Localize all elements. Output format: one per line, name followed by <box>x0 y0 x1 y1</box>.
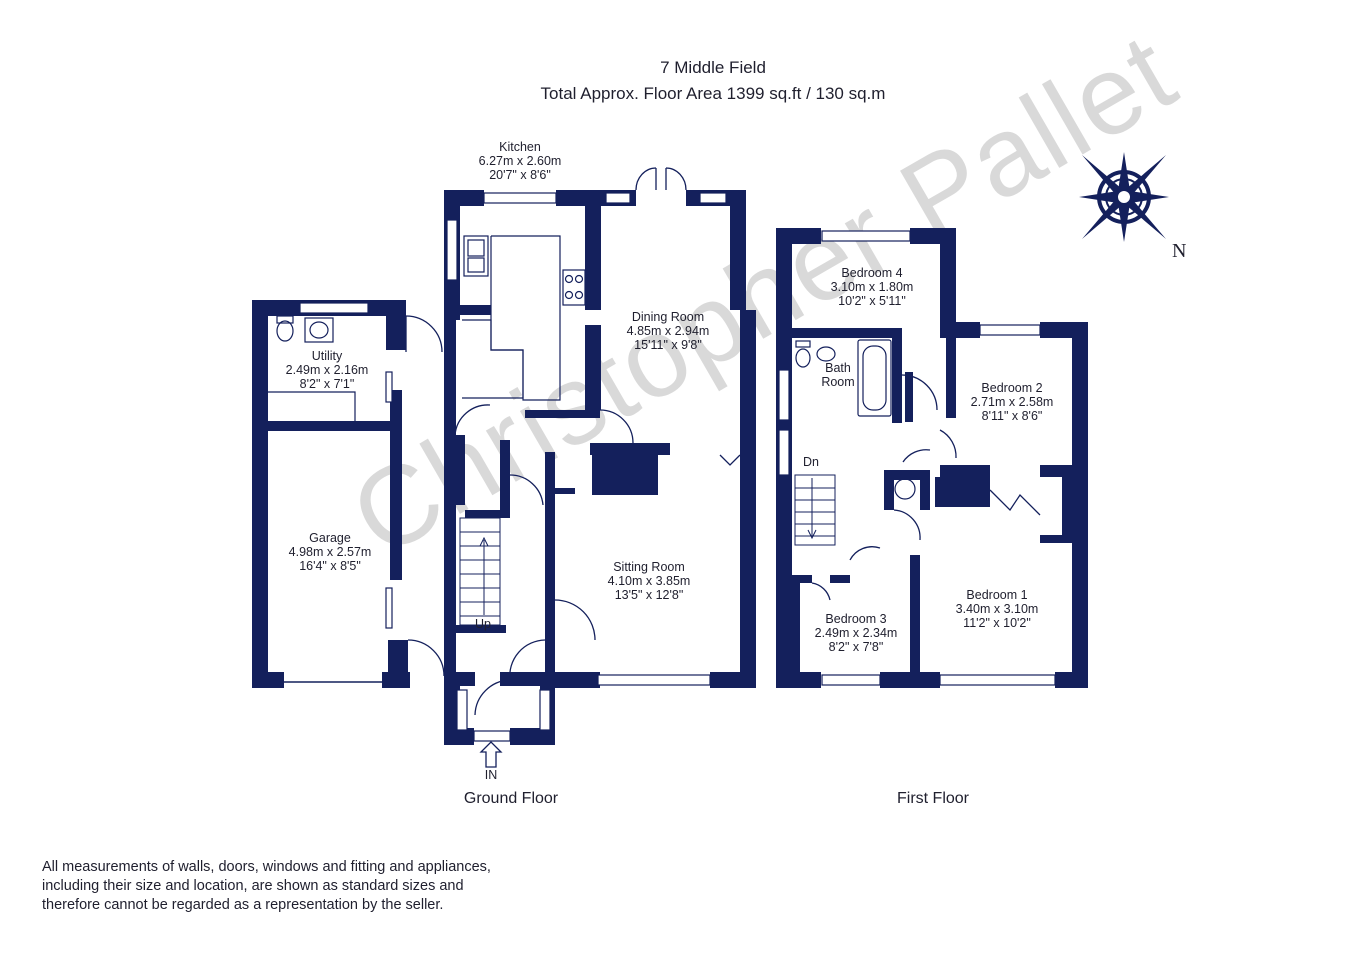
property-address: 7 Middle Field <box>660 58 766 77</box>
room-size-imperial: 8'11" x 8'6" <box>981 409 1043 423</box>
room-label-bedroom-2: Bedroom 2 2.71m x 2.58m 8'11" x 8'6" <box>971 381 1054 423</box>
room-name: Bedroom 3 <box>825 612 887 626</box>
room-size-metric: 2.71m x 2.58m <box>970 395 1054 409</box>
room-name: Kitchen <box>499 140 541 154</box>
room-size-metric: 4.85m x 2.94m <box>626 324 710 338</box>
ground-floor-title: Ground Floor <box>463 790 559 807</box>
stairs-up-label: Up <box>475 617 491 631</box>
room-name-line1: Bath <box>825 361 851 375</box>
room-label-garage: Garage 4.98m x 2.57m 16'4" x 8'5" <box>289 531 372 573</box>
room-size-metric: 2.49m x 2.16m <box>285 363 369 377</box>
room-size-imperial: 15'11" x 9'8" <box>634 338 702 352</box>
stairs-down-label: Dn <box>803 455 819 469</box>
room-size-imperial: 11'2" x 10'2" <box>963 616 1031 630</box>
room-label-kitchen: Kitchen 6.27m x 2.60m 20'7" x 8'6" <box>479 140 562 182</box>
room-label-sitting-room: Sitting Room 4.10m x 3.85m 13'5" x 12'8" <box>608 560 691 602</box>
disclaimer-line: All measurements of walls, doors, window… <box>42 859 491 875</box>
room-name: Dining Room <box>631 310 705 324</box>
room-size-metric: 3.40m x 3.10m <box>955 602 1039 616</box>
room-size-imperial: 13'5" x 12'8" <box>614 588 684 602</box>
entrance-arrow-icon <box>479 741 503 768</box>
disclaimer-text: All measurements of walls, doors, window… <box>42 858 562 915</box>
room-label-bedroom-1: Bedroom 1 3.40m x 3.10m 11'2" x 10'2" <box>956 588 1039 630</box>
room-size-imperial: 8'2" x 7'8" <box>828 640 884 654</box>
room-size-imperial: 20'7" x 8'6" <box>489 168 551 182</box>
room-size-metric: 3.10m x 1.80m <box>830 280 914 294</box>
room-size-metric: 6.27m x 2.60m <box>478 154 562 168</box>
compass-north-label: N <box>1172 240 1187 262</box>
room-label-dining-room: Dining Room 4.85m x 2.94m 15'11" x 9'8" <box>627 310 710 352</box>
disclaimer-line: therefore cannot be regarded as a repres… <box>42 897 444 913</box>
room-name: Sitting Room <box>613 560 685 574</box>
room-label-bedroom-3: Bedroom 3 2.49m x 2.34m 8'2" x 7'8" <box>815 612 898 654</box>
room-label-bathroom: Bath Room <box>821 361 854 389</box>
room-name: Bedroom 2 <box>981 381 1043 395</box>
room-name-line2: Room <box>821 375 855 389</box>
room-size-metric: 4.10m x 3.85m <box>607 574 691 588</box>
room-name: Garage <box>309 531 351 545</box>
room-name: Utility <box>311 349 343 363</box>
entrance-label: IN <box>484 768 498 782</box>
compass-rose-icon <box>1079 152 1169 242</box>
room-size-imperial: 10'2" x 5'11" <box>838 294 906 308</box>
disclaimer-line: including their size and location, are s… <box>42 878 464 894</box>
room-size-imperial: 16'4" x 8'5" <box>299 559 361 573</box>
room-size-metric: 2.49m x 2.34m <box>814 626 898 640</box>
garage-west-wall <box>252 300 268 688</box>
room-size-imperial: 8'2" x 7'1" <box>299 377 355 391</box>
total-floor-area: Total Approx. Floor Area 1399 sq.ft / 13… <box>540 84 886 103</box>
first-floor-title: First Floor <box>897 790 969 807</box>
room-label-utility: Utility 2.49m x 2.16m 8'2" x 7'1" <box>286 349 369 391</box>
room-label-bedroom-4: Bedroom 4 3.10m x 1.80m 10'2" x 5'11" <box>831 266 914 308</box>
room-name: Bedroom 1 <box>966 588 1028 602</box>
room-name: Bedroom 4 <box>841 266 903 280</box>
room-size-metric: 4.98m x 2.57m <box>288 545 372 559</box>
